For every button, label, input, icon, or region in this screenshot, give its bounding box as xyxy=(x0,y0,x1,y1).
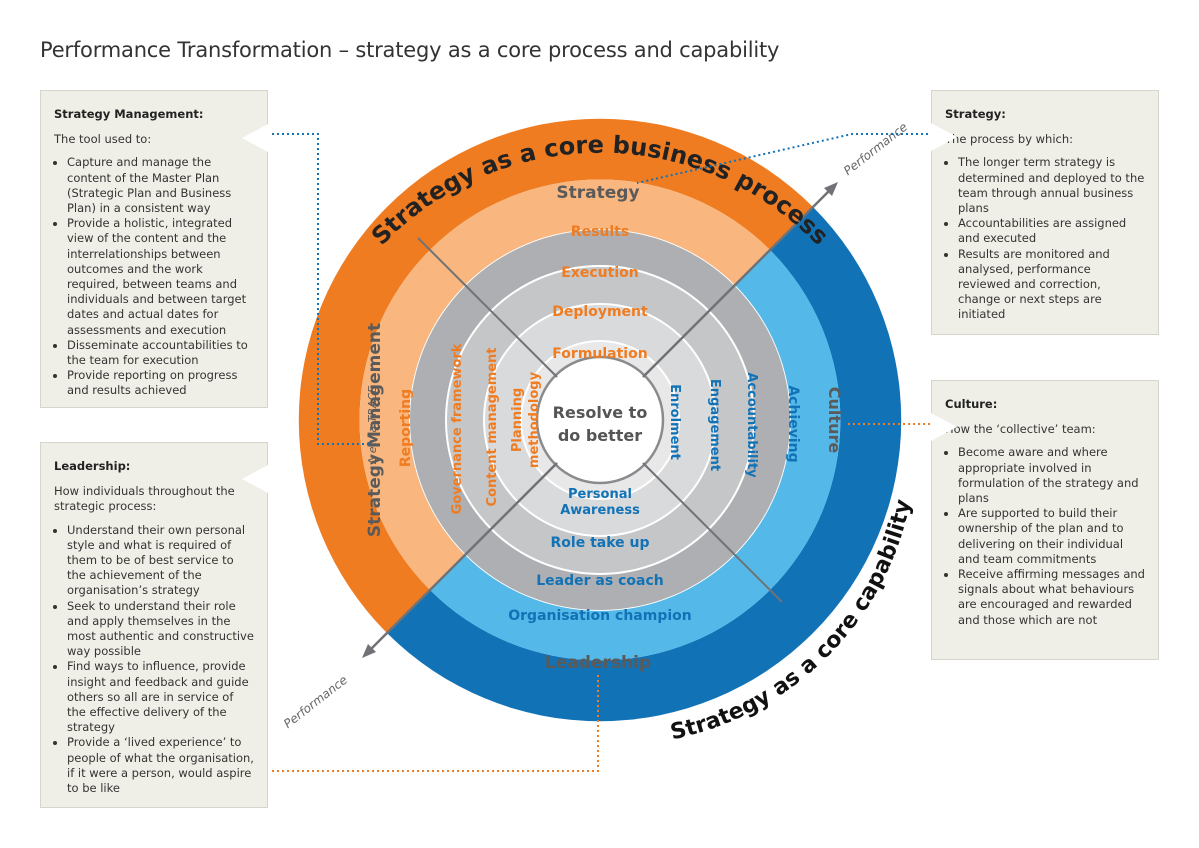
leadership-box: Leadership: How individuals throughout t… xyxy=(40,442,268,808)
ring5-bottom-label: Role take up xyxy=(551,535,650,551)
ring4-left-label: Governance framework xyxy=(450,343,465,514)
ring3-top-label: Results xyxy=(571,224,629,240)
list-item: Provide reporting on progress and result… xyxy=(67,368,255,398)
arrow-top-right xyxy=(824,182,838,196)
ring6-left-label-b: methodology xyxy=(527,371,542,468)
ring2-left-label: Strategy Management xyxy=(365,323,385,537)
ring4-bottom-label: Leader as coach xyxy=(536,573,663,589)
list-item: Provide a ‘lived experience’ to people o… xyxy=(67,735,255,796)
list-item: Understand their own personal style and … xyxy=(67,523,255,599)
box-intro: The process by which: xyxy=(945,132,1074,147)
ring2-left-sub: ∆ etvia TRACE xyxy=(366,386,379,465)
connector-leadership xyxy=(272,672,599,772)
list-item: Become aware and where appropriate invol… xyxy=(958,445,1146,506)
ring6-left-label-a: Planning xyxy=(510,388,525,452)
box-intro: The tool used to: xyxy=(54,132,152,147)
ring6-bottom-label-a: Personal xyxy=(568,487,632,502)
ring4-right-label: Accountability xyxy=(744,372,759,478)
ring3-bottom-label: Organisation champion xyxy=(508,608,691,624)
arrow-bottom-left xyxy=(362,644,376,658)
box-intro: How individuals throughout the strategic… xyxy=(54,484,235,514)
box-list: The longer term strategy is determined a… xyxy=(945,155,1146,322)
ring6-bottom-label-b: Awareness xyxy=(560,503,640,518)
ring2-bottom-label: Leadership xyxy=(545,653,651,673)
center-label-b: do better xyxy=(558,426,642,445)
box-heading: Leadership: xyxy=(54,459,131,473)
ring2-right-label: Culture xyxy=(825,387,844,454)
box-heading: Strategy: xyxy=(945,107,1006,121)
ring6-right-label: Enrolment xyxy=(667,384,682,460)
connector-strategy-management xyxy=(272,133,372,445)
list-item: Results are monitored and analysed, perf… xyxy=(958,247,1146,323)
strategy-management-box: Strategy Management: The tool used to: C… xyxy=(40,90,268,408)
box-list: Become aware and where appropriate invol… xyxy=(945,445,1146,627)
box-list: Capture and manage the content of the Ma… xyxy=(54,155,255,398)
center-label-a: Resolve to xyxy=(553,403,648,422)
ring4-top-label: Execution xyxy=(561,265,638,281)
performance-bottom-label: Performance xyxy=(281,673,350,731)
center-circle xyxy=(535,355,665,485)
ring3-right-label: Achieving xyxy=(785,385,801,462)
list-item: Find ways to influence, provide insight … xyxy=(67,659,255,735)
ring3-left-label: Reporting xyxy=(398,389,414,467)
box-list: Understand their own personal style and … xyxy=(54,523,255,797)
connector-strategy xyxy=(636,133,928,184)
box-heading: Strategy Management: xyxy=(54,107,204,121)
list-item: Are supported to build their ownership o… xyxy=(958,506,1146,567)
ring2-top-label: Strategy xyxy=(556,183,639,203)
ring5-left-label: Content management xyxy=(485,347,500,506)
list-item: Disseminate accountabilities to the team… xyxy=(67,338,255,368)
ring6-top-label: Formulation xyxy=(552,346,647,362)
list-item: The longer term strategy is determined a… xyxy=(958,155,1146,216)
ring5-right-label: Engagement xyxy=(707,379,722,471)
list-item: Receive affirming messages and signals a… xyxy=(958,567,1146,628)
performance-top-label: Performance xyxy=(841,120,910,178)
box-heading: Culture: xyxy=(945,397,998,411)
box-intro: How the ‘collective’ team: xyxy=(945,422,1096,437)
list-item: Accountabilities are assigned and execut… xyxy=(958,216,1146,246)
page-title: Performance Transformation – strategy as… xyxy=(40,38,780,62)
culture-box: Culture: How the ‘collective’ team: Beco… xyxy=(931,380,1159,660)
list-item: Seek to understand their role and apply … xyxy=(67,599,255,660)
strategy-box: Strategy: The process by which: The long… xyxy=(931,90,1159,335)
list-item: Provide a holistic, integrated view of t… xyxy=(67,216,255,338)
ring5-top-label: Deployment xyxy=(552,304,648,320)
list-item: Capture and manage the content of the Ma… xyxy=(67,155,255,216)
